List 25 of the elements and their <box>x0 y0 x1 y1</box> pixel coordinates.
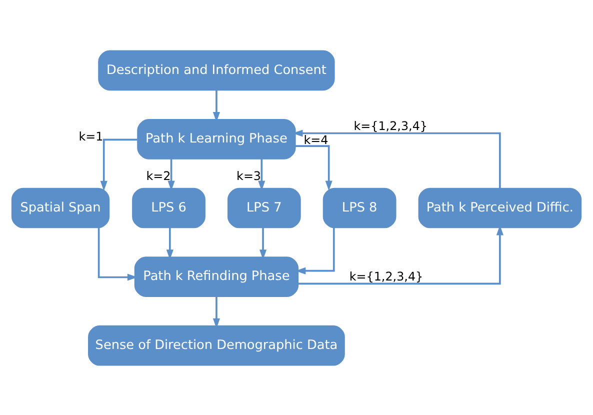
arrow <box>168 158 175 190</box>
edge-label: k=3 <box>236 168 262 182</box>
arrow <box>292 129 501 188</box>
node-box: LPS 7 <box>227 187 301 228</box>
edge-label: k=1 <box>78 129 104 144</box>
arrow <box>212 90 220 122</box>
node-box: Spatial Span <box>11 187 110 228</box>
arrow <box>166 227 174 260</box>
arrow <box>295 144 332 190</box>
node-box: Sense of Direction Demographic Data <box>88 324 345 366</box>
arrow <box>100 138 138 190</box>
node-box: Path k Perceived Diffic. <box>418 187 582 228</box>
arrow <box>212 296 220 328</box>
node-box: LPS 6 <box>132 187 206 228</box>
arrow <box>259 227 267 260</box>
node-box: Description and Informed Consent <box>98 50 335 90</box>
edge-label: k={1,2,3,4} <box>349 268 424 283</box>
arrow <box>296 227 335 274</box>
node-box: Path k Refinding Phase <box>134 256 299 296</box>
edge-label: k=2 <box>146 168 171 182</box>
arrow <box>258 158 266 190</box>
edge-label: k={1,2,3,4} <box>354 118 428 132</box>
node-box: Path k Learning Phase <box>137 118 296 159</box>
edge-label: k=4 <box>304 132 328 146</box>
node-box: LPS 8 <box>322 187 396 228</box>
